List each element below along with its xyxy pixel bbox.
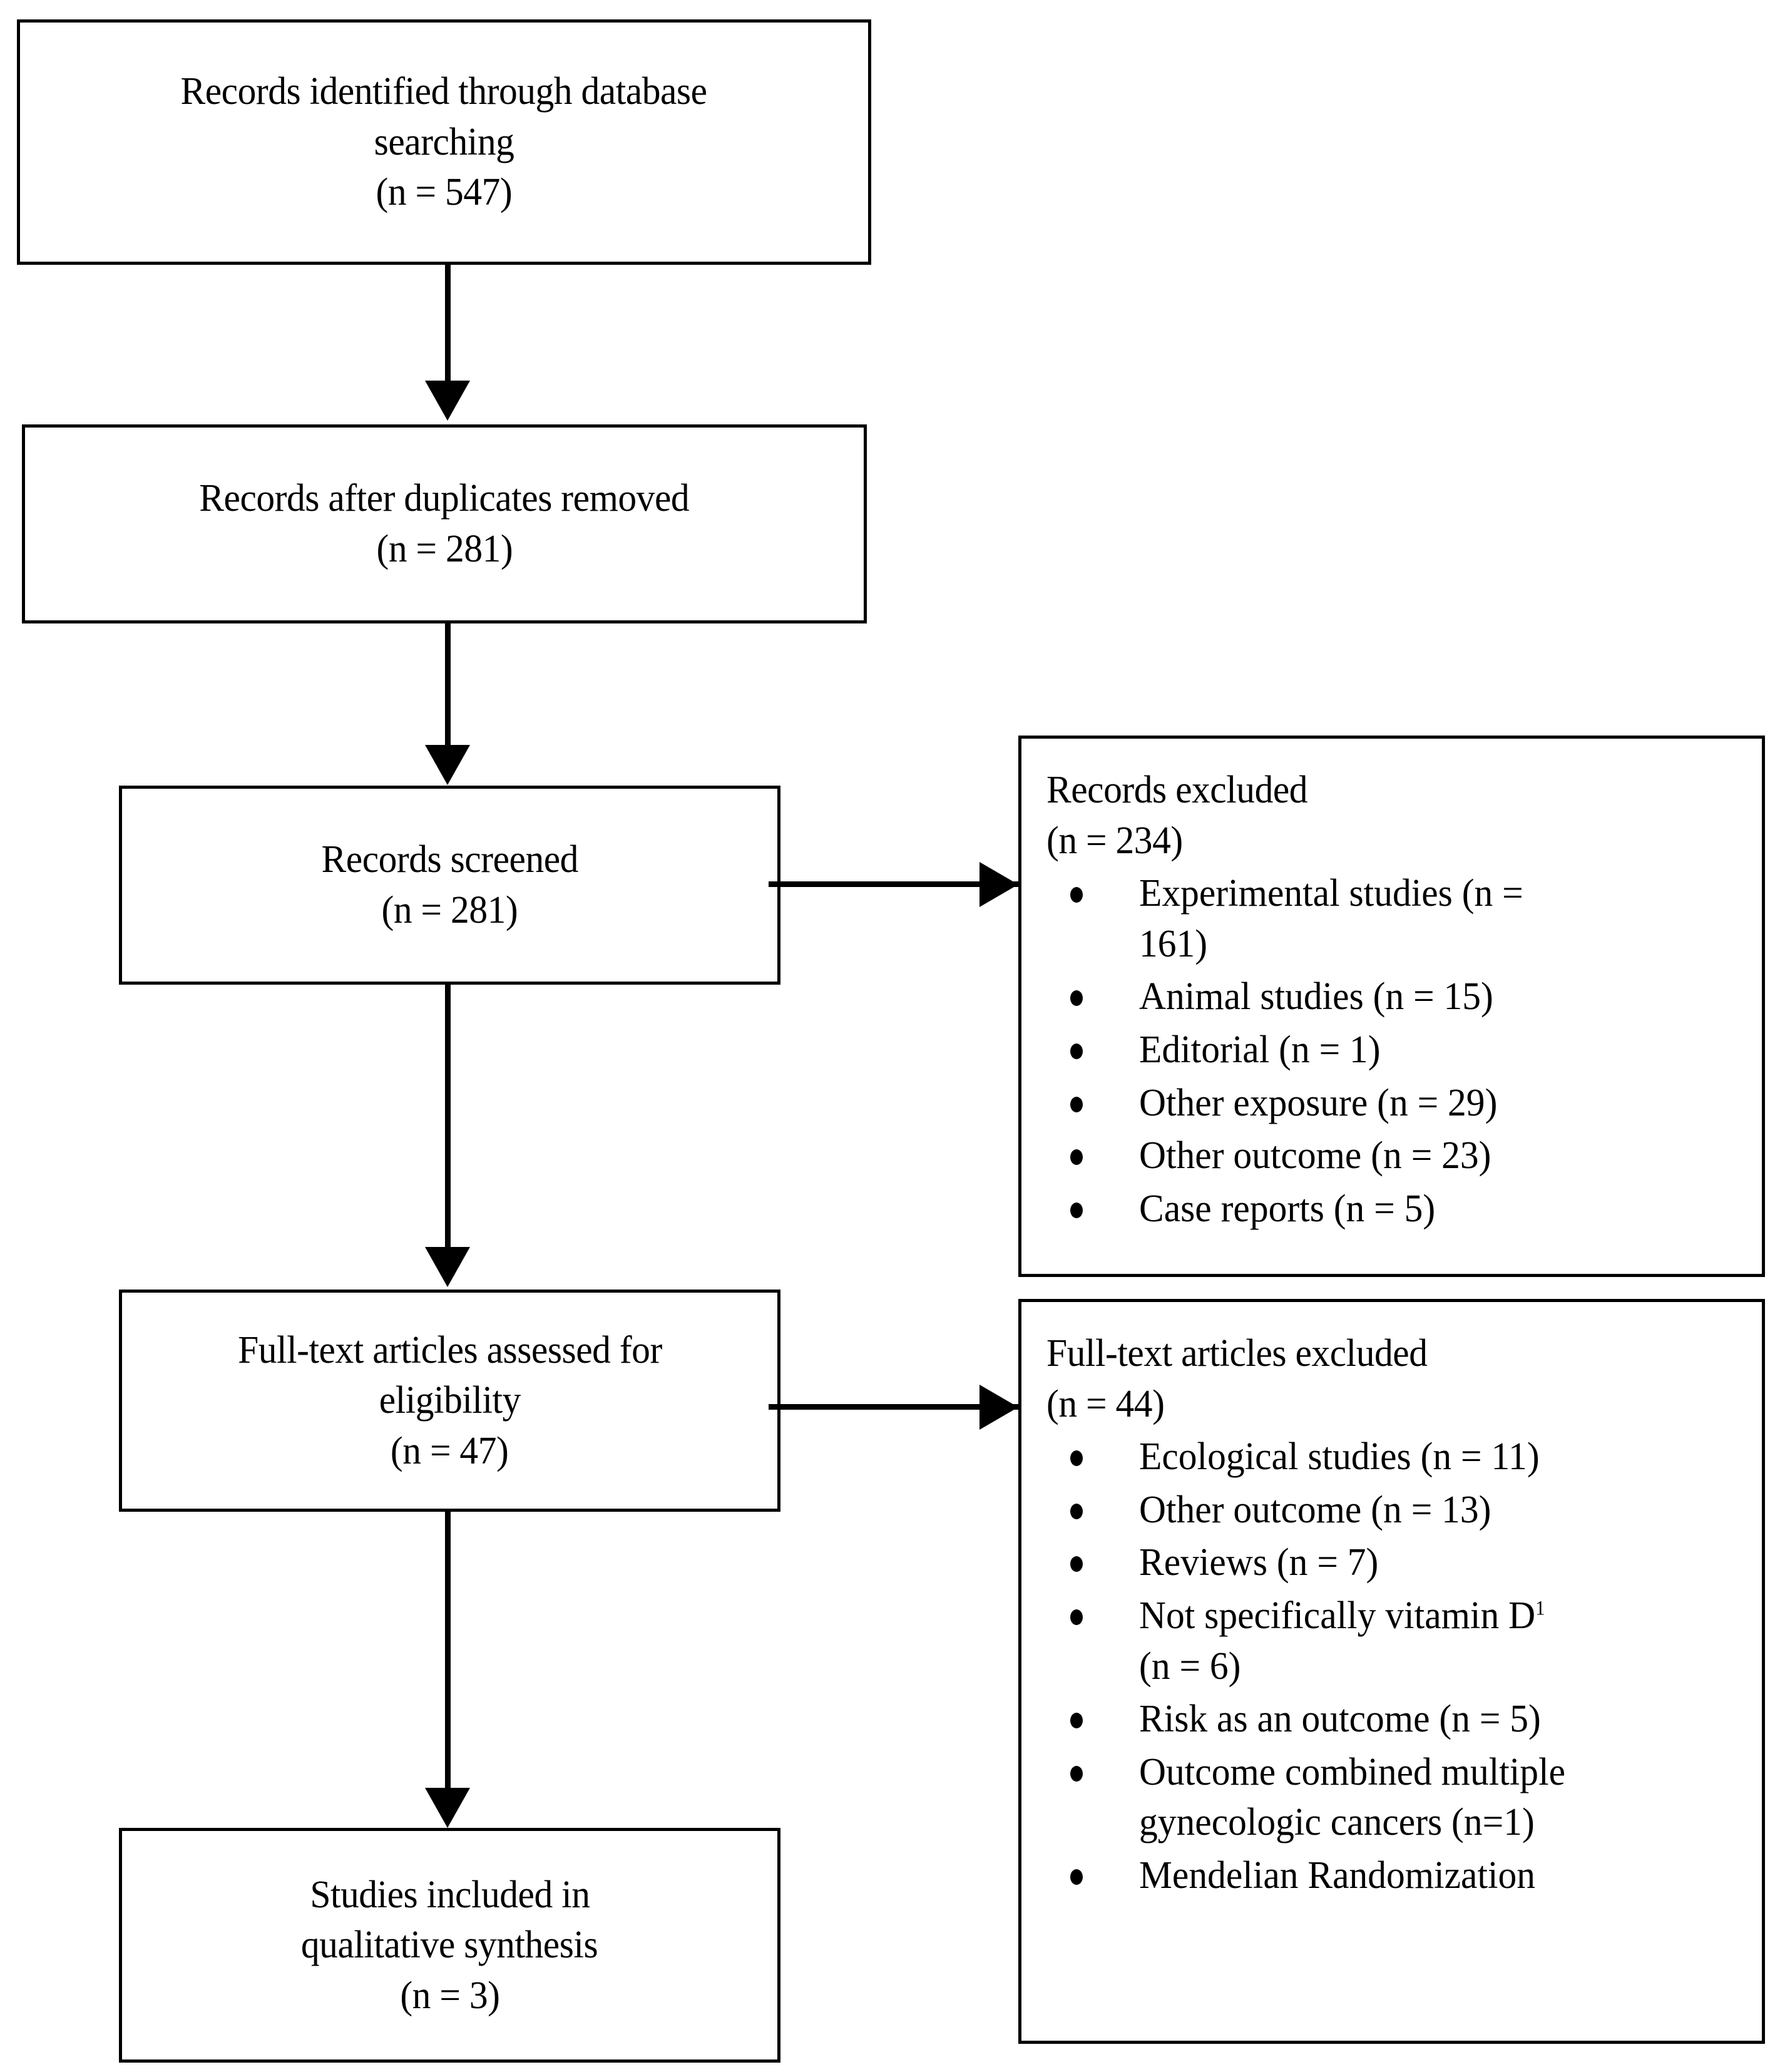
list-item: Other exposure (n = 29) — [1046, 1078, 1743, 1129]
records-excluded-title: Records excluded — [1046, 769, 1308, 811]
bullet-dot-icon — [1070, 1609, 1083, 1625]
list-item-label: Case reports (n = 5) — [1139, 1187, 1436, 1230]
bullet-dot-icon — [1070, 1043, 1083, 1059]
records-screened-line-1: Records screened — [321, 838, 578, 881]
list-item-label: Risk as an outcome (n = 5) — [1139, 1698, 1541, 1741]
arrowhead-screened-to-records-excluded — [980, 862, 1018, 907]
fulltext-assessed-line-2: eligibility — [379, 1379, 521, 1422]
list-item: Outcome combined multiple gynecologic ca… — [1046, 1747, 1743, 1848]
list-item: Experimental studies (n = 161) — [1046, 868, 1743, 969]
box-fulltext-assessed: Full-text articles assessed for eligibil… — [119, 1290, 780, 1512]
list-item-continuation: 161) — [1139, 922, 1208, 965]
bullet-dot-icon — [1070, 1556, 1083, 1572]
list-item: Reviews (n = 7) — [1046, 1537, 1743, 1588]
list-item: Ecological studies (n = 11) — [1046, 1432, 1743, 1482]
box-fulltext-excluded: Full-text articles excluded (n = 44) Eco… — [1018, 1299, 1765, 2044]
bullet-dot-icon — [1070, 1149, 1083, 1166]
list-item: Editorial (n = 1) — [1046, 1025, 1743, 1075]
connector-fulltext-to-fulltext-excluded — [769, 1404, 1019, 1410]
bullet-dot-icon — [1070, 1450, 1083, 1467]
duplicates-removed-count: (n = 281) — [376, 528, 513, 570]
arrowhead-duplicates-to-screened — [425, 745, 470, 785]
connector-identified-to-duplicates — [445, 265, 451, 385]
list-item-clipped: Case reports (n = 5) — [1046, 1184, 1743, 1234]
connector-screened-to-records-excluded — [769, 881, 1019, 887]
list-item-label: Not specifically vitamin D1 — [1139, 1591, 1719, 1641]
bullet-dot-icon — [1070, 1765, 1083, 1782]
list-item: Other outcome (n = 23) — [1046, 1131, 1743, 1181]
fulltext-excluded-list: Ecological studies (n = 11) Other outcom… — [1046, 1432, 1743, 1900]
list-item-continuation: (n = 6) — [1139, 1644, 1241, 1688]
studies-included-count: (n = 3) — [399, 1974, 500, 2017]
fulltext-excluded-title: Full-text articles excluded — [1046, 1332, 1428, 1375]
list-item: Not specifically vitamin D1 (n = 6) — [1046, 1591, 1743, 1691]
box-records-excluded: Records excluded (n = 234) Experimental … — [1018, 736, 1765, 1277]
list-item-label: Other exposure (n = 29) — [1139, 1081, 1498, 1124]
arrowhead-identified-to-duplicates — [425, 381, 470, 421]
list-item-label: Mendelian Randomization — [1139, 1854, 1536, 1897]
arrowhead-fulltext-to-fulltext-excluded — [980, 1385, 1018, 1430]
box-records-screened: Records screened (n = 281) — [119, 786, 780, 985]
bullet-dot-icon — [1070, 1713, 1083, 1729]
connector-screened-to-fulltext — [445, 985, 451, 1250]
bullet-dot-icon — [1070, 1202, 1083, 1218]
records-identified-count: (n = 547) — [376, 171, 513, 214]
list-item-label: Ecological studies (n = 11) — [1139, 1435, 1540, 1479]
list-item: Animal studies (n = 15) — [1046, 972, 1743, 1022]
studies-included-line-2: qualitative synthesis — [301, 1924, 598, 1967]
list-item-label: Outcome combined multiple — [1139, 1750, 1566, 1793]
bullet-dot-icon — [1070, 990, 1083, 1007]
records-excluded-count: (n = 234) — [1046, 819, 1183, 862]
box-records-after-duplicates: Records after duplicates removed (n = 28… — [22, 424, 867, 623]
box-studies-included: Studies included in qualitative synthesi… — [119, 1828, 780, 2063]
bullet-dot-icon — [1070, 1869, 1083, 1885]
fulltext-assessed-line-1: Full-text articles assessed for — [237, 1328, 662, 1372]
box-records-identified: Records identified through database sear… — [17, 19, 871, 265]
bullet-dot-icon — [1070, 1096, 1083, 1112]
fulltext-excluded-count: (n = 44) — [1046, 1382, 1165, 1425]
list-item-label: Experimental studies (n = — [1139, 872, 1523, 915]
fulltext-assessed-count: (n = 47) — [391, 1429, 509, 1472]
bullet-dot-icon — [1070, 1503, 1083, 1519]
records-excluded-list: Experimental studies (n = 161) Animal st… — [1046, 868, 1743, 1234]
duplicates-removed-line-1: Records after duplicates removed — [199, 477, 690, 520]
records-identified-line-1: Records identified through database — [180, 70, 708, 113]
list-item-label: Reviews (n = 7) — [1139, 1541, 1379, 1584]
arrowhead-screened-to-fulltext — [425, 1247, 470, 1287]
list-item-label: Editorial (n = 1) — [1139, 1028, 1381, 1071]
records-identified-line-2: searching — [374, 120, 514, 163]
list-item-label: Animal studies (n = 15) — [1139, 975, 1493, 1018]
connector-fulltext-to-included — [445, 1512, 451, 1792]
footnote-reference: 1 — [1535, 1596, 1545, 1619]
list-item-continuation: gynecologic cancers (n=1) — [1139, 1801, 1535, 1844]
list-item: Mendelian Randomization — [1046, 1850, 1743, 1901]
records-screened-count: (n = 281) — [381, 889, 518, 931]
list-item-text: Not specifically vitamin D — [1139, 1594, 1536, 1637]
list-item: Risk as an outcome (n = 5) — [1046, 1694, 1743, 1745]
bullet-dot-icon — [1070, 887, 1083, 903]
connector-duplicates-to-screened — [445, 623, 451, 749]
list-item-label: Other outcome (n = 23) — [1139, 1134, 1491, 1177]
list-item-label: Other outcome (n = 13) — [1139, 1488, 1491, 1531]
studies-included-line-1: Studies included in — [309, 1873, 590, 1916]
arrowhead-fulltext-to-included — [425, 1788, 470, 1828]
list-item: Other outcome (n = 13) — [1046, 1485, 1743, 1536]
